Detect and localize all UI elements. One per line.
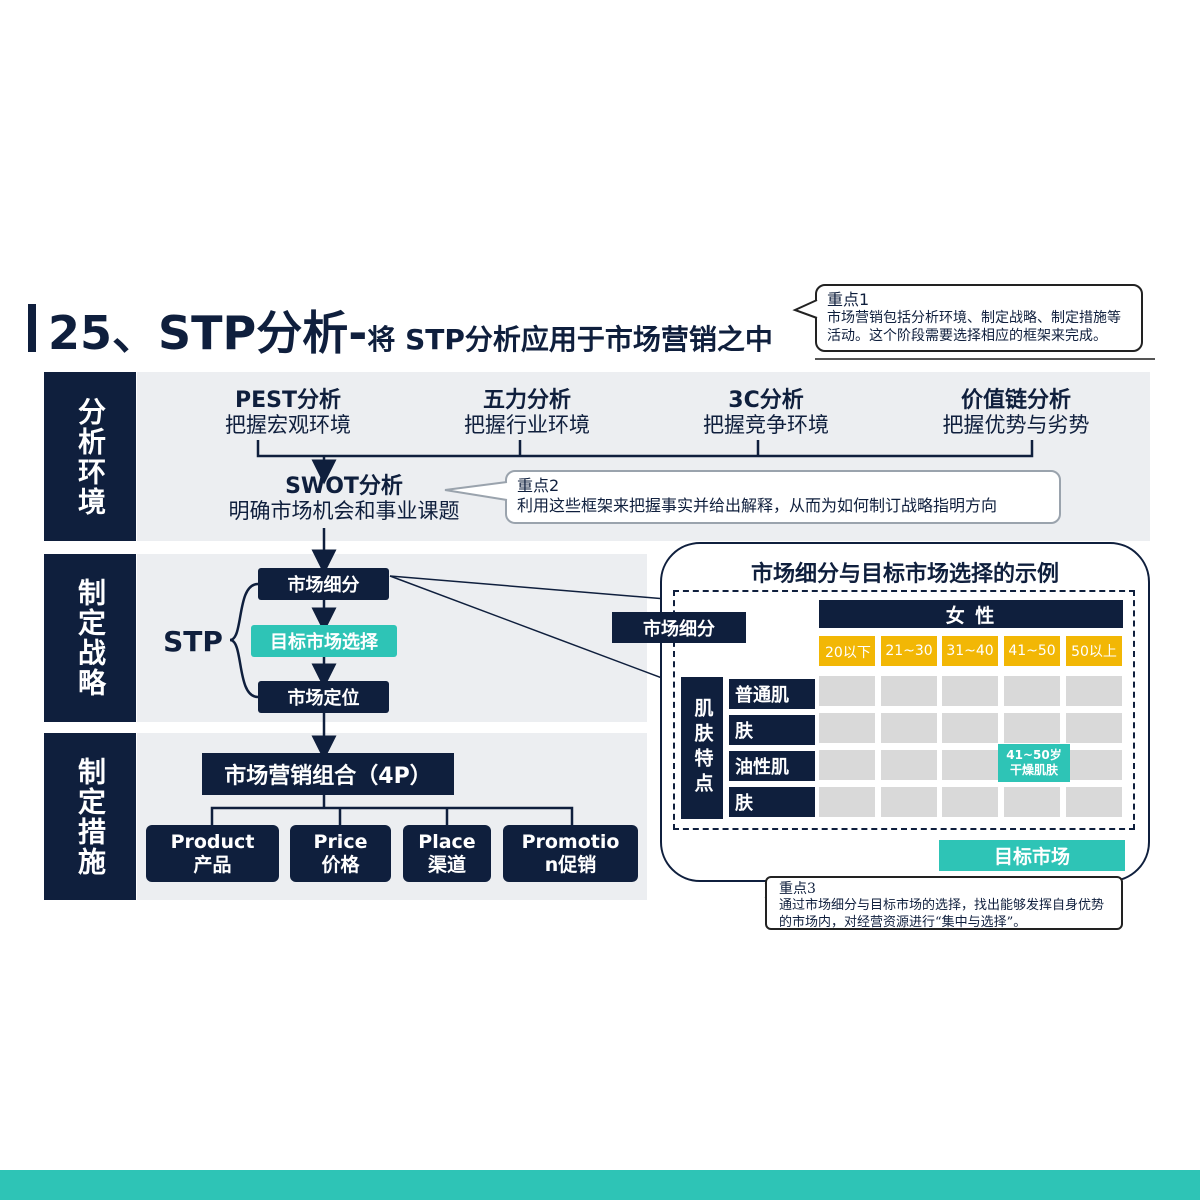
framework-value-chain: 价值链分析 把握优势与劣势 — [906, 388, 1126, 437]
grid-cell — [1066, 676, 1122, 706]
grid-cell — [819, 787, 875, 817]
note-3-title: 重点3 — [779, 881, 816, 897]
4p-place-en: Place — [418, 830, 476, 853]
grid-cell — [1066, 750, 1122, 780]
note-1-title: 重点1 — [827, 290, 870, 309]
highlight-segment: 41~50岁干燥肌肤 — [998, 744, 1070, 782]
framework-value-chain-title: 价值链分析 — [960, 388, 1071, 413]
stp-brace — [229, 582, 259, 699]
gender-header: 女 性 — [819, 600, 1123, 628]
framework-3c: 3C分析 把握竞争环境 — [656, 388, 876, 437]
age-header-3: 41~50 — [1004, 636, 1060, 666]
zoom-line-bottom — [389, 575, 679, 685]
framework-pest: PEST分析 把握宏观环境 — [178, 388, 398, 437]
section-strategy: 制定战略 — [44, 554, 136, 722]
framework-value-chain-sub: 把握优势与劣势 — [942, 413, 1090, 438]
grid-cell — [881, 676, 937, 706]
skin-title: 肌肤特点 — [681, 677, 723, 819]
example-panel — [660, 542, 1150, 882]
4p-promotion-cn: n促销 — [544, 853, 597, 876]
skin-type-0: 普通肌 — [729, 679, 815, 709]
example-dashed-frame — [673, 590, 1135, 830]
4p-place-cn: 渠道 — [427, 853, 466, 876]
grid-cell — [881, 713, 937, 743]
grid-cell — [1066, 787, 1122, 817]
section-measures-label: 制定措施 — [74, 756, 107, 877]
framework-3c-title: 3C分析 — [728, 388, 804, 413]
4p-place: Place 渠道 — [403, 825, 491, 882]
skin-title-text: 肌肤特点 — [691, 698, 714, 798]
section-analysis-label: 分析环境 — [74, 396, 107, 517]
swot-block: SWOT分析 明确市场机会和事业课题 — [214, 474, 474, 523]
grid-cell — [881, 750, 937, 780]
page-title-main: 25、STP分析- — [48, 306, 368, 360]
framework-five-forces: 五力分析 把握行业环境 — [417, 388, 637, 437]
framework-pest-title: PEST分析 — [234, 388, 341, 413]
title-underline — [815, 358, 1155, 360]
note-1-callout: 重点1 市场营销包括分析环境、制定战略、制定措施等活动。这个阶段需要选择相应的框… — [815, 284, 1143, 352]
grid-cell — [819, 676, 875, 706]
stp-segmentation-box: 市场细分 — [258, 568, 389, 600]
stp-label: STP — [163, 624, 223, 658]
framework-pest-sub: 把握宏观环境 — [225, 413, 351, 438]
grid-cell — [1066, 713, 1122, 743]
footer-bar — [0, 1170, 1200, 1200]
4p-price-en: Price — [313, 830, 368, 853]
skin-type-1: 肤 — [729, 715, 815, 745]
grid-cell — [942, 787, 998, 817]
grid-cell — [819, 713, 875, 743]
4p-tree — [210, 795, 574, 825]
grid-cell — [942, 676, 998, 706]
skin-type-3: 肤 — [729, 787, 815, 817]
target-market-box: 目标市场 — [939, 840, 1125, 871]
swot-title: SWOT分析 — [285, 474, 403, 499]
title-bar-accent — [28, 304, 36, 352]
grid-cell — [1004, 676, 1060, 706]
framework-3c-sub: 把握竞争环境 — [703, 413, 829, 438]
page-title: 25、STP分析-将 STP分析应用于市场营销之中 — [48, 297, 773, 363]
note-2-title: 重点2 — [517, 476, 560, 495]
note-1-pointer — [792, 299, 818, 319]
4p-price-cn: 价格 — [321, 853, 360, 876]
framework-five-forces-sub: 把握行业环境 — [464, 413, 590, 438]
section-strategy-label: 制定战略 — [74, 578, 107, 698]
note-2-text: 利用这些框架来把握事实并给出解释，从而为如何制订战略指明方向 — [517, 496, 998, 515]
example-seg-label: 市场细分 — [612, 612, 746, 643]
4p-price: Price 价格 — [290, 825, 391, 882]
age-header-4: 50以上 — [1066, 636, 1122, 666]
note-3-callout: 重点3 通过市场细分与目标市场的选择，找出能够发挥自身优势的市场内，对经营资源进… — [765, 876, 1123, 930]
stp-positioning-box: 市场定位 — [258, 681, 389, 713]
age-header-1: 21~30 — [881, 636, 937, 666]
framework-five-forces-title: 五力分析 — [482, 388, 571, 413]
age-header-2: 31~40 — [942, 636, 998, 666]
stp-target-box: 目标市场选择 — [251, 625, 397, 657]
4p-promotion-en: Promotio — [521, 830, 620, 853]
4p-product-cn: 产品 — [193, 853, 232, 876]
4p-product-en: Product — [170, 830, 255, 853]
grid-cell — [881, 787, 937, 817]
grid-cell — [1004, 787, 1060, 817]
example-title: 市场细分与目标市场选择的示例 — [750, 562, 1059, 587]
4p-product: Product 产品 — [146, 825, 279, 882]
framework-bracket — [256, 440, 1034, 458]
section-measures: 制定措施 — [44, 733, 136, 900]
section-analysis: 分析环境 — [44, 372, 136, 541]
grid-cell — [942, 750, 998, 780]
page-title-sub: 将 STP分析应用于市场营销之中 — [367, 323, 773, 356]
note-1-text: 市场营销包括分析环境、制定战略、制定措施等活动。这个阶段需要选择相应的框架来完成… — [827, 310, 1121, 344]
4p-promotion: Promotio n促销 — [503, 825, 638, 882]
swot-sub: 明确市场机会和事业课题 — [228, 499, 460, 524]
note-2-callout: 重点2 利用这些框架来把握事实并给出解释，从而为如何制订战略指明方向 — [505, 470, 1061, 524]
grid-cell — [1004, 713, 1060, 743]
age-header-0: 20以下 — [819, 636, 875, 666]
skin-type-2: 油性肌 — [729, 751, 815, 781]
grid-cell — [942, 713, 998, 743]
grid-cell — [819, 750, 875, 780]
note-2-pointer — [444, 481, 508, 501]
zoom-line-top — [389, 575, 679, 601]
note-3-text: 通过市场细分与目标市场的选择，找出能够发挥自身优势的市场内，对经营资源进行“集中… — [779, 898, 1105, 931]
marketing-mix-box: 市场营销组合（4P） — [202, 753, 454, 795]
